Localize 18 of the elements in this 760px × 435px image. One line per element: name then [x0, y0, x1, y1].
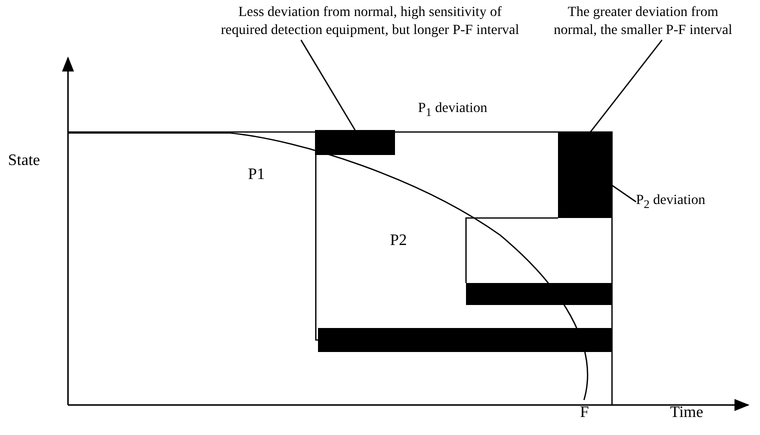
callout-text: P$_{2}$ deviation — [636, 192, 756, 214]
deviation-bar — [558, 132, 612, 218]
leader-line — [612, 184, 636, 202]
point-label: F — [580, 404, 589, 422]
callout-text: The greater deviation from normal, the smaller P-F interval — [548, 4, 738, 40]
connector-line — [465, 217, 558, 283]
connector-line — [315, 155, 318, 341]
leader-line — [300, 40, 356, 130]
deviation-bar — [318, 328, 612, 352]
deviation-label: P$_{1}$ deviation — [418, 100, 488, 121]
deviation-bar — [466, 283, 612, 305]
axis-label: Time — [670, 404, 704, 422]
callout-text: Less deviation from normal, high sensitivity of required detection equipment, but longer P-F interval — [220, 4, 520, 40]
point-label: P1 — [248, 166, 265, 184]
deviation-bar — [315, 130, 395, 155]
leader-line — [590, 40, 663, 132]
point-label: P2 — [390, 232, 407, 250]
axis-label: State — [8, 152, 40, 170]
